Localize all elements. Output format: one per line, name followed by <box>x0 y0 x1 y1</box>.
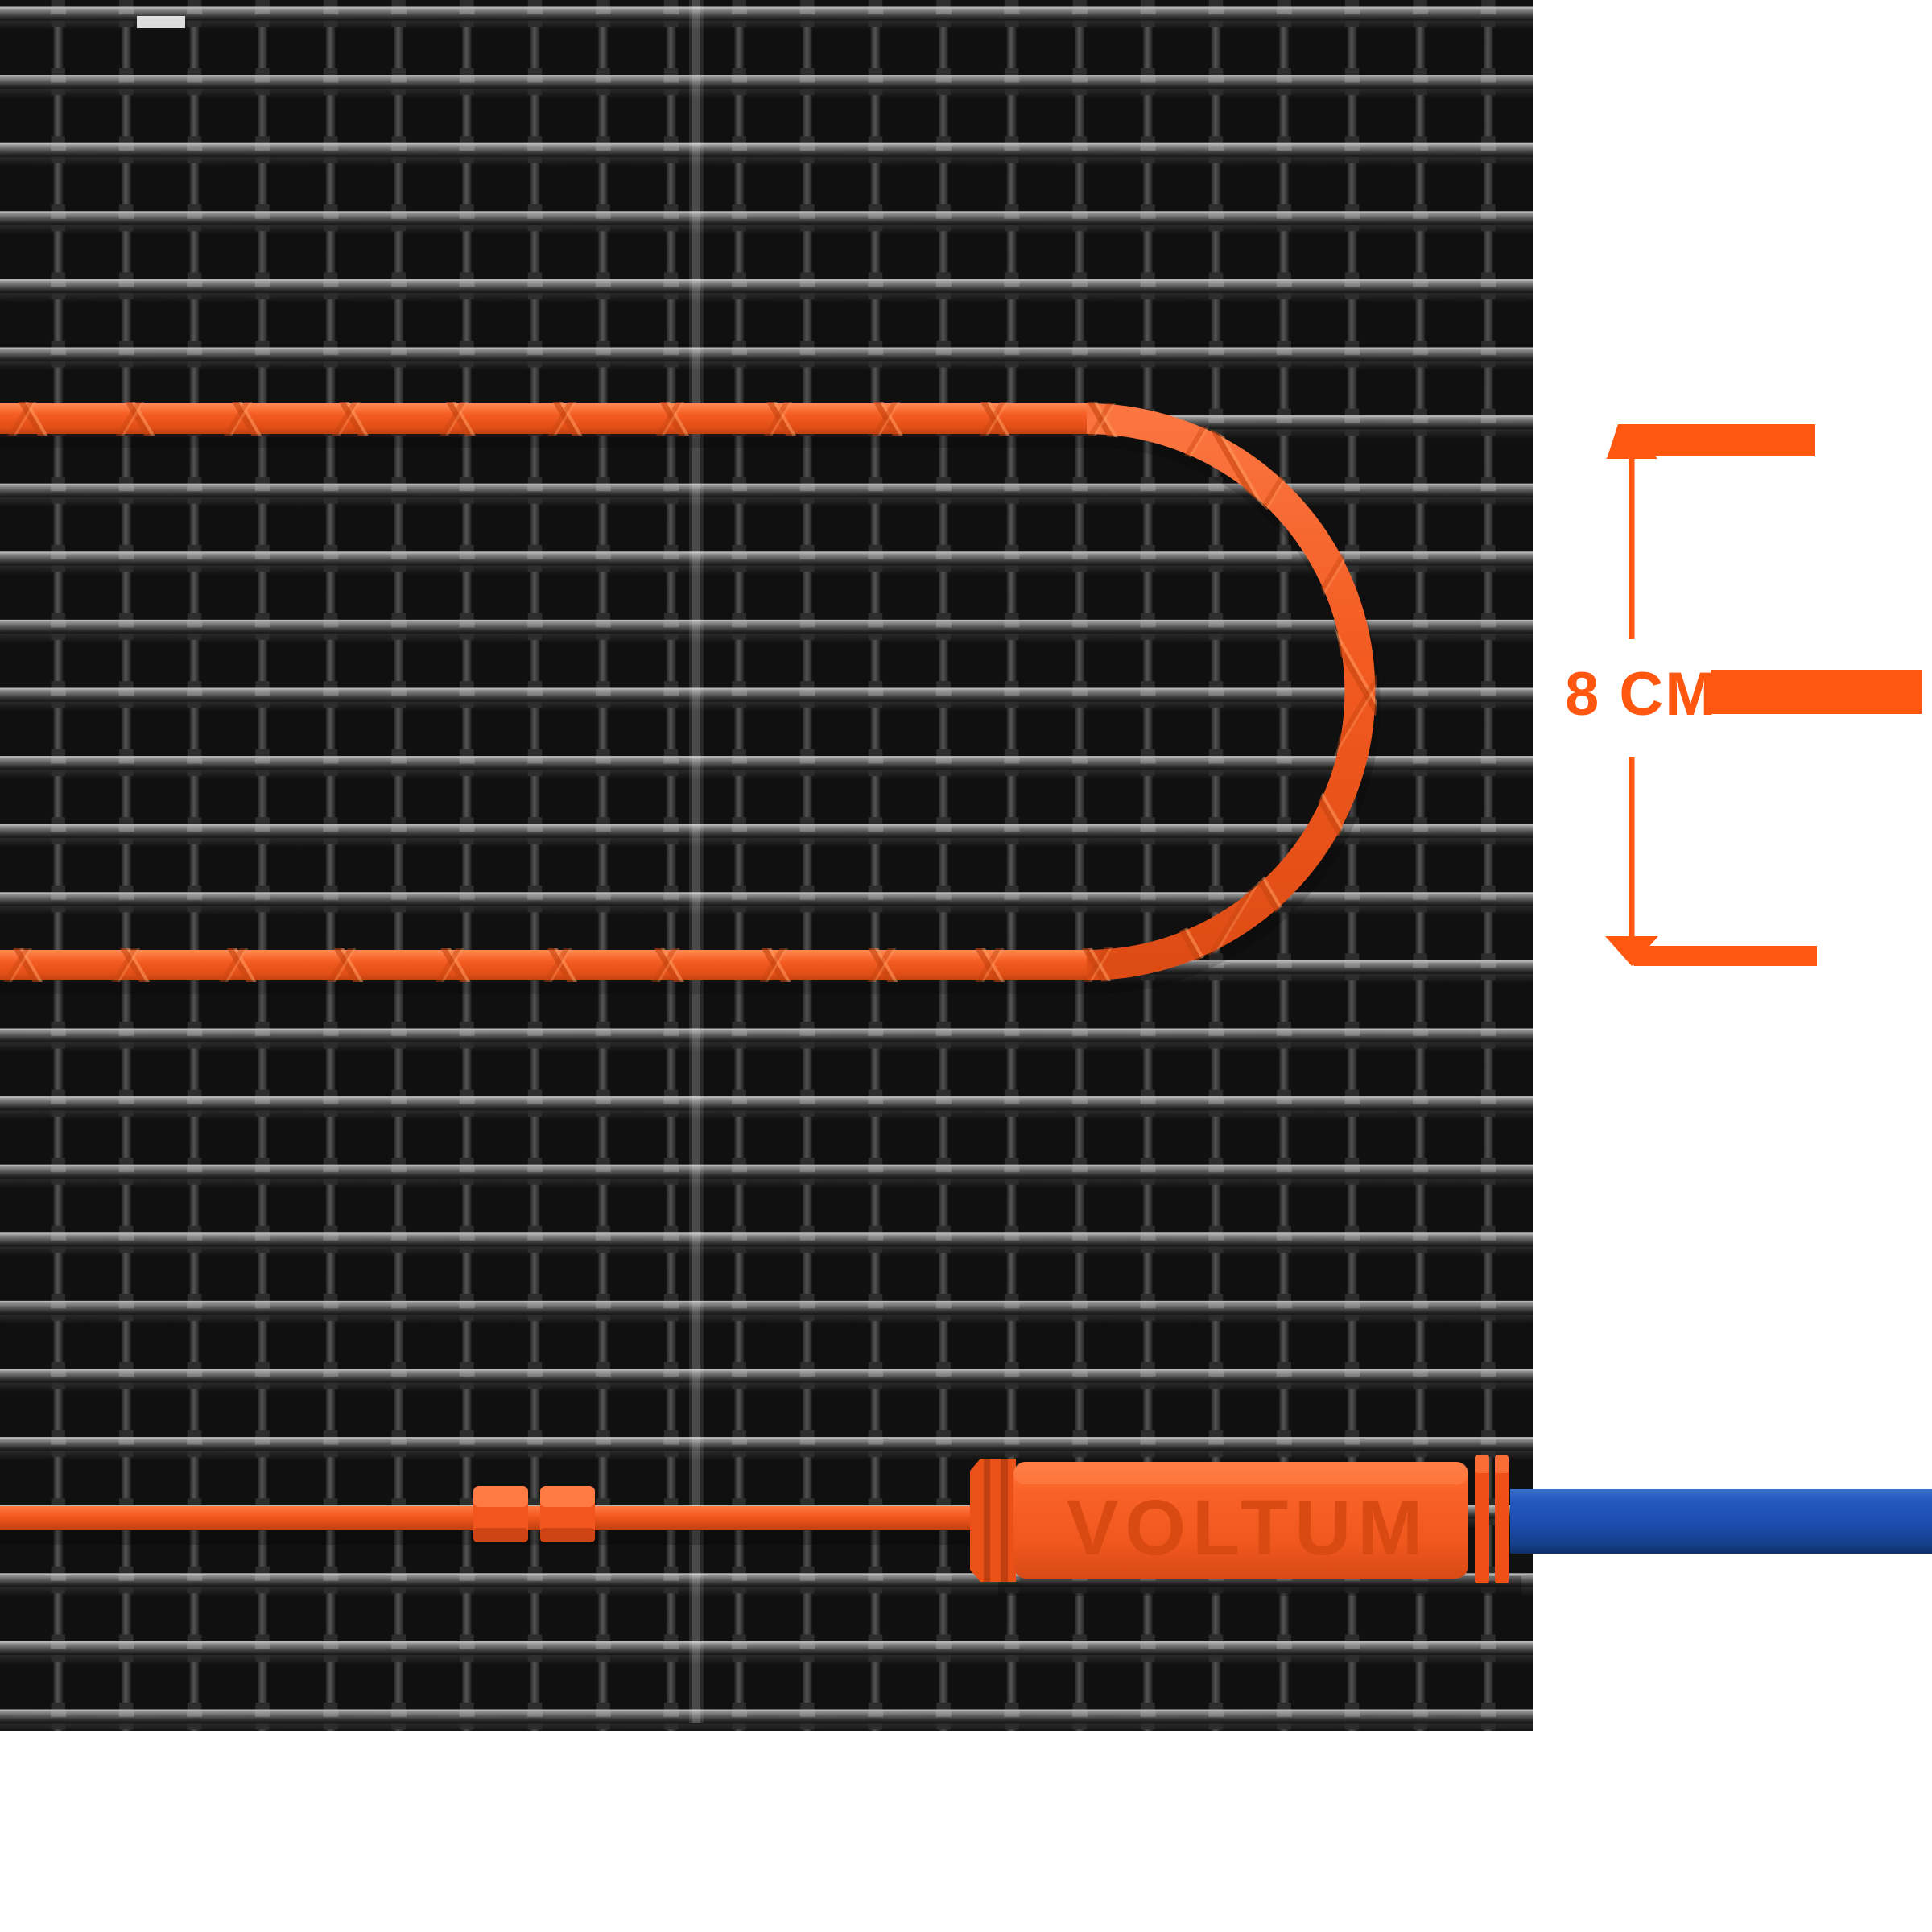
svg-text:8 CM: 8 CM <box>1565 660 1718 729</box>
svg-text:VOLTUM: VOLTUM <box>1067 1484 1429 1571</box>
